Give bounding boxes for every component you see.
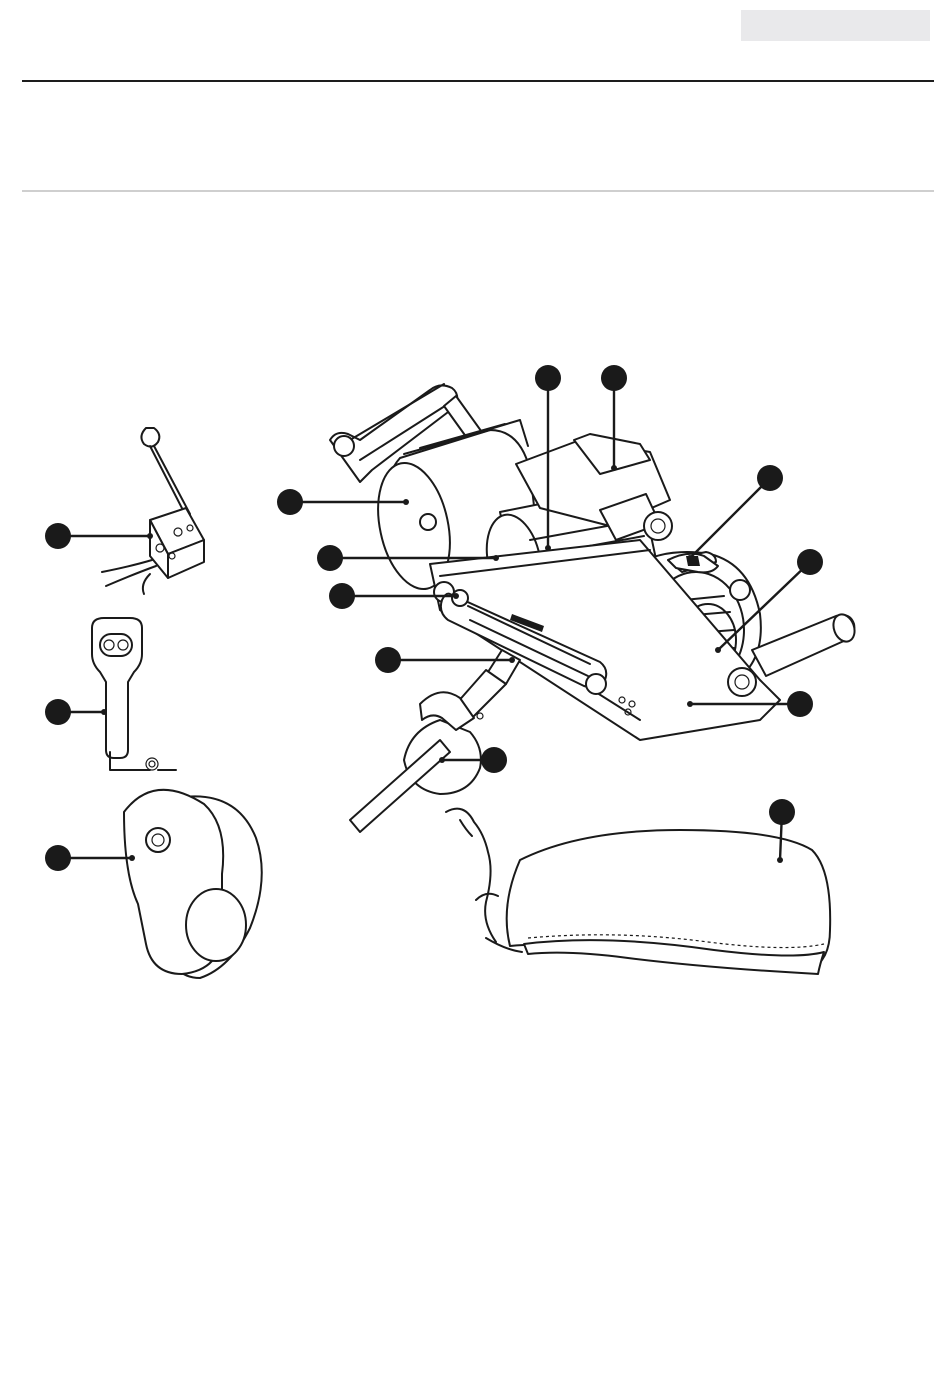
callout-frame-handle (787, 691, 813, 717)
callout-clutch-lever (757, 465, 783, 491)
winch-illustration (330, 384, 858, 740)
snatch-block-illustration (124, 790, 262, 978)
callout-drum (317, 545, 343, 571)
callout-control-box (601, 365, 627, 391)
callout-guide-rod (535, 365, 561, 391)
callout-rope (375, 647, 401, 673)
remote-control-illustration (92, 618, 176, 770)
callout-snatch-block (45, 845, 71, 871)
callout-remote-control (45, 699, 71, 725)
callout-motor (277, 489, 303, 515)
wiring-harness-illustration (102, 428, 204, 594)
callout-storage-bag (769, 799, 795, 825)
callout-gearbox (797, 549, 823, 575)
storage-bag-illustration (446, 809, 830, 974)
callout-fairlead (329, 583, 355, 609)
callout-hook (481, 747, 507, 773)
rope-hook-illustration (350, 650, 520, 832)
callout-wiring-harness (45, 523, 71, 549)
